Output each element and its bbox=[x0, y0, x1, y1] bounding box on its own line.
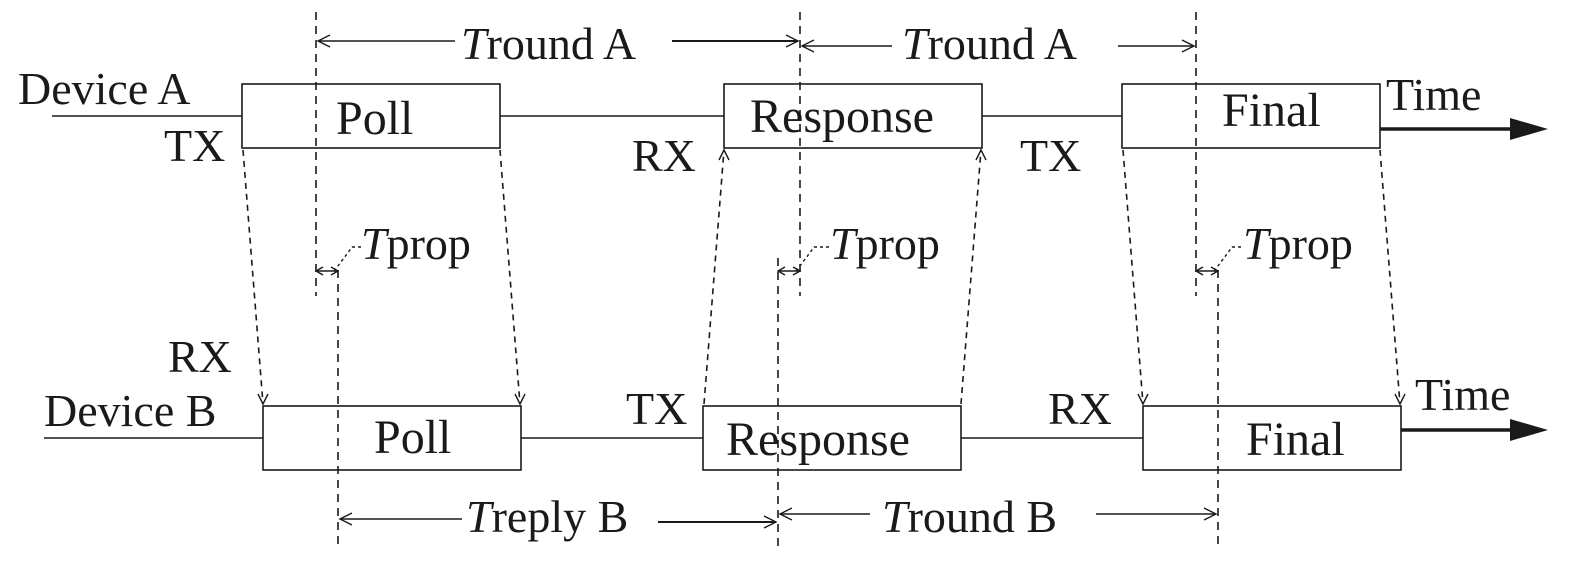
response-prop-start-line bbox=[703, 149, 725, 405]
round-a-1-left-arrowhead bbox=[316, 34, 331, 48]
labels: Device A TX RX TX Time RX Device B TX RX… bbox=[18, 18, 1510, 542]
final-prop-end-arrowhead bbox=[1394, 393, 1406, 406]
round-b-right-arrowhead bbox=[1203, 507, 1218, 521]
device-a-final-box bbox=[1121, 83, 1381, 149]
device-b-label: Device B bbox=[44, 385, 216, 436]
tprop-3-left-arrowhead bbox=[1194, 266, 1204, 276]
device-a-tx-label-2: TX bbox=[1020, 130, 1081, 181]
device-b-rx-label-2: RX bbox=[1048, 383, 1112, 434]
device-b-time-arrowhead bbox=[1510, 419, 1548, 441]
reply-b-right-arrowhead bbox=[763, 515, 778, 529]
round-b-label: Tround B bbox=[882, 491, 1057, 542]
bottom-intervals bbox=[338, 507, 1218, 529]
response-prop-end-arrowhead bbox=[975, 148, 987, 161]
tprop-markers bbox=[314, 246, 1244, 276]
tprop-1-leader bbox=[333, 246, 362, 272]
round-a-1-label: Tround A bbox=[461, 18, 636, 69]
device-a-poll-label: Poll bbox=[336, 92, 413, 145]
device-b-response-box bbox=[702, 405, 962, 471]
round-a-1-right-arrowhead bbox=[785, 34, 800, 48]
device-b-poll-label: Poll bbox=[374, 411, 451, 464]
device-a-response-label: Response bbox=[750, 90, 934, 143]
round-b-left-arrowhead bbox=[778, 507, 793, 521]
tprop-3-leader bbox=[1213, 246, 1244, 272]
poll-prop-end-line bbox=[499, 149, 521, 405]
device-b-final-label: Final bbox=[1246, 413, 1345, 466]
poll-prop-end-arrowhead bbox=[514, 393, 526, 406]
device-a-time-label: Time bbox=[1386, 69, 1481, 120]
device-a-time-arrowhead bbox=[1510, 118, 1548, 140]
device-b-tx-label: TX bbox=[626, 383, 687, 434]
device-a-final-label: Final bbox=[1222, 84, 1321, 137]
device-b-rx-label: RX bbox=[168, 331, 232, 382]
poll-prop-start-arrowhead bbox=[257, 393, 269, 406]
tprop-3-label: Tprop bbox=[1243, 218, 1353, 269]
tprop-1-label: Tprop bbox=[361, 218, 471, 269]
tprop-2-label: Tprop bbox=[830, 218, 940, 269]
final-prop-start-arrowhead bbox=[1137, 393, 1149, 406]
poll-prop-start-line bbox=[242, 149, 264, 405]
device-a-tx-label: TX bbox=[164, 120, 225, 171]
round-a-2-label: Tround A bbox=[902, 18, 1077, 69]
device-a-rx-label: RX bbox=[632, 130, 696, 181]
device-a-poll-box bbox=[241, 83, 501, 149]
device-a-label: Device A bbox=[18, 63, 190, 114]
tprop-2-left-arrowhead bbox=[776, 266, 786, 276]
propagation-arrows bbox=[242, 148, 1406, 406]
device-b-response-label: Response bbox=[726, 413, 910, 466]
reply-b-left-arrowhead bbox=[338, 512, 353, 526]
tprop-2-leader bbox=[795, 246, 832, 272]
device-a-response-box bbox=[723, 83, 983, 149]
reference-lines bbox=[315, 12, 1219, 548]
response-prop-end-line bbox=[960, 149, 982, 405]
device-b-time-label: Time bbox=[1415, 369, 1510, 420]
round-a-2-right-arrowhead bbox=[1181, 39, 1196, 53]
device-b-timeline bbox=[44, 405, 1548, 471]
tprop-1-left-arrowhead bbox=[314, 266, 324, 276]
response-prop-start-arrowhead bbox=[718, 148, 730, 161]
device-a-timeline bbox=[52, 83, 1548, 149]
final-prop-start-line bbox=[1122, 149, 1144, 405]
top-intervals bbox=[316, 34, 1196, 53]
tprop-1-right-arrowhead bbox=[330, 266, 340, 276]
device-b-poll-box bbox=[262, 405, 522, 471]
tprop-3-right-arrowhead bbox=[1210, 266, 1220, 276]
round-a-2-left-arrowhead bbox=[800, 39, 815, 53]
final-prop-end-line bbox=[1379, 149, 1401, 405]
device-b-final-box bbox=[1142, 405, 1402, 471]
tprop-2-right-arrowhead bbox=[792, 266, 802, 276]
reply-b-label: Treply B bbox=[466, 491, 628, 542]
